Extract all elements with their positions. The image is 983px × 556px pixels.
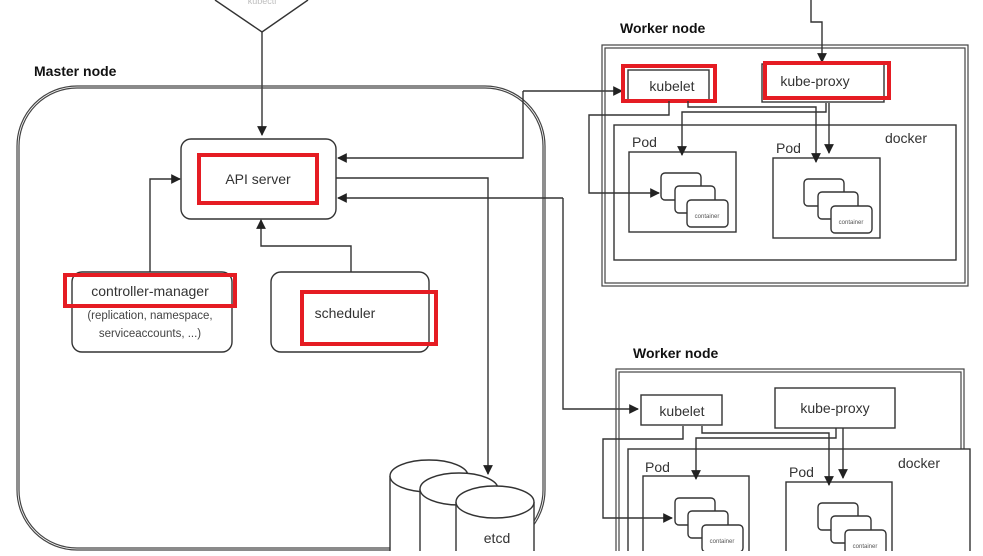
container: [844, 529, 887, 556]
bottom-crop-edge: [0, 551, 983, 556]
container-label: container: [695, 214, 720, 220]
worker-node-1-title: Worker node: [620, 20, 706, 36]
scheduler[interactable]: scheduler: [270, 271, 438, 353]
kubelet-1[interactable]: kubelet: [621, 64, 717, 103]
pod-1b-label: Pod: [776, 140, 801, 156]
controller-manager-to-api-arrow: [149, 174, 181, 272]
worker-node-2-title: Worker node: [633, 345, 719, 361]
api-server-box[interactable]: [180, 138, 337, 220]
kube-proxy-2-box[interactable]: [774, 387, 896, 429]
etcd-label: etcd: [484, 530, 510, 546]
kubelet-2[interactable]: kubelet: [640, 394, 723, 426]
container-label: container: [839, 220, 864, 226]
kubelet-2-label: kubelet: [659, 403, 704, 419]
kube-proxy-2-label: kube-proxy: [800, 400, 869, 416]
pod-1b-containers: container: [803, 178, 873, 234]
controller-manager-detail-2: serviceaccounts, ...): [99, 328, 201, 340]
kube-proxy-1-to-pod-1a-arrow: [677, 103, 827, 156]
master-node-frame: [16, 85, 546, 551]
docker-2-label: docker: [898, 455, 940, 471]
kubelet1-to-api-arrow: [337, 91, 524, 163]
kube-proxy-1[interactable]: kube-proxy: [761, 61, 891, 103]
pod-1a-containers: container: [660, 172, 729, 228]
pod-2b-label: Pod: [789, 464, 814, 480]
controller-manager-label: controller-manager: [91, 283, 209, 299]
api-to-kubelet2-arrow: [562, 198, 639, 414]
kube-proxy-2[interactable]: kube-proxy: [774, 387, 896, 429]
scheduler-highlight: [300, 290, 438, 346]
kube-proxy-2-to-pod-2a-arrow: [691, 428, 837, 480]
api-server-label: API server: [225, 171, 291, 187]
worker-node-1-frame: [601, 44, 969, 287]
kubelet-1-label: kubelet: [649, 78, 694, 94]
scheduler-to-api-arrow: [256, 219, 352, 272]
container-label: container: [853, 544, 878, 550]
kubelet-1-to-container-arrow: [588, 101, 670, 198]
container-label: container: [710, 539, 735, 545]
kubelet-1-to-pod-1b-arrow: [687, 101, 821, 163]
api-server[interactable]: API server: [180, 138, 337, 220]
kube-proxy-1-highlight: [763, 61, 891, 100]
controller-manager[interactable]: controller-manager (replication, namespa…: [63, 271, 237, 353]
kubectl-node: kubectl: [214, 0, 309, 33]
controller-manager-detail-1: (replication, namespace,: [87, 310, 212, 322]
master-node-title: Master node: [34, 63, 117, 79]
api-server-highlight: [197, 153, 319, 205]
kube-proxy-1-label: kube-proxy: [780, 73, 849, 89]
docker-1-label: docker: [885, 130, 927, 146]
container: [686, 199, 729, 228]
pod-2b-containers: container: [817, 502, 887, 556]
pod-1a-label: Pod: [632, 134, 657, 150]
controller-manager-box[interactable]: [71, 271, 233, 353]
pod-2a-containers: container: [674, 497, 744, 553]
kube-proxy-1-box[interactable]: [761, 63, 885, 103]
kubelet-2-to-container-arrow: [602, 426, 684, 523]
pod-2a-label: Pod: [645, 459, 670, 475]
external-to-kube-proxy-1-arrow: [810, 0, 827, 63]
kubelet-2-box[interactable]: [640, 394, 723, 426]
kubelet-2-to-pod-2b-arrow: [701, 426, 834, 486]
etcd-cylinder: [455, 485, 535, 556]
scheduler-label: scheduler: [315, 305, 376, 321]
api-to-etcd-arrow: [336, 177, 493, 475]
container: [830, 205, 873, 234]
controller-manager-highlight: [63, 273, 237, 308]
kubectl-label: kubectl: [248, 0, 277, 6]
etcd-cluster: etcd: [389, 459, 535, 556]
